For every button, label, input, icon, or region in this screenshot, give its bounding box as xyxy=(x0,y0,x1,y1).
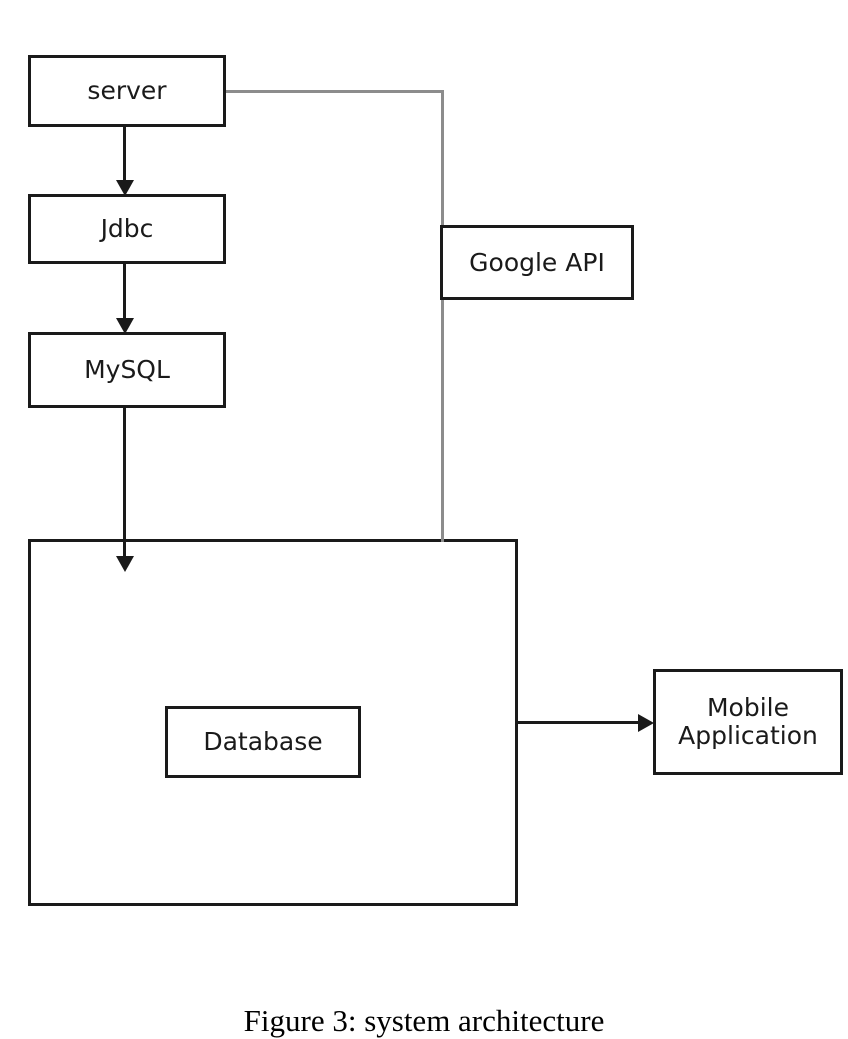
node-mysql[interactable]: MySQL xyxy=(28,332,226,408)
edge-mysql-to-container-arrowhead-icon xyxy=(116,556,134,572)
node-mobile-application-label: Mobile Application xyxy=(678,693,818,750)
node-server-label: server xyxy=(87,76,167,105)
figure-caption: Figure 3: system architecture xyxy=(243,1003,605,1038)
edge-mysql-to-container-line xyxy=(123,408,126,563)
edge-container-to-mobile-arrowhead-icon xyxy=(638,714,654,732)
edge-container-to-mobile-line xyxy=(518,721,641,724)
node-server[interactable]: server xyxy=(28,55,226,127)
node-mobile-application[interactable]: Mobile Application xyxy=(653,669,843,775)
edge-server-to-container-horizontal-line xyxy=(226,90,444,93)
node-google-api-label: Google API xyxy=(469,247,605,277)
edge-server-to-container-vertical-line xyxy=(441,90,444,542)
edge-server-to-jdbc-arrowhead-icon xyxy=(116,180,134,196)
edge-server-to-jdbc-line xyxy=(123,127,126,185)
edge-jdbc-to-mysql-line xyxy=(123,264,126,323)
node-mysql-label: MySQL xyxy=(84,355,170,384)
node-jdbc[interactable]: Jdbc xyxy=(28,194,226,264)
node-database-label: Database xyxy=(203,727,323,756)
edge-jdbc-to-mysql-arrowhead-icon xyxy=(116,318,134,334)
node-jdbc-label: Jdbc xyxy=(100,214,154,243)
node-database[interactable]: Database xyxy=(165,706,361,778)
node-google-api[interactable]: Google API xyxy=(440,225,634,300)
